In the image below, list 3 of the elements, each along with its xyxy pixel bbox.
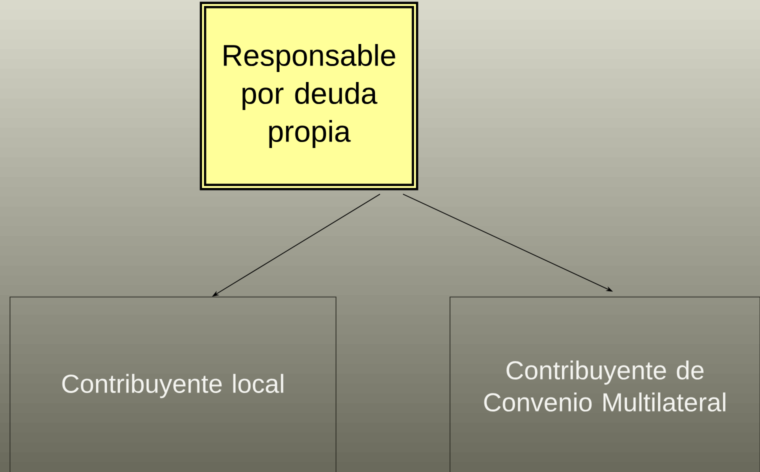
highlighted-box: Responsable por deuda propia (200, 2, 418, 190)
category-box: Contribuyente local (10, 296, 336, 472)
category-box: Contribuyente de Convenio Multilateral (450, 296, 760, 472)
